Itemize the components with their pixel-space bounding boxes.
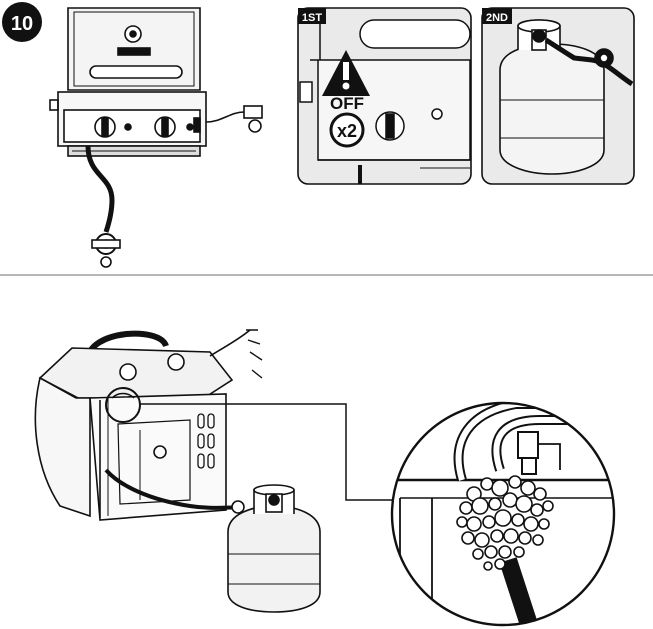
panel-second: 2ND	[481, 7, 635, 185]
warning-icon	[322, 50, 370, 96]
step-badge: 10	[2, 2, 42, 42]
soap-bubbles	[456, 475, 554, 571]
panel-first: 1ST OFF x2	[297, 7, 472, 185]
leak-test-magnifier	[390, 401, 616, 627]
repeat-count-label: x2	[337, 121, 357, 141]
panel-tag-first: 1ST	[302, 12, 322, 24]
grill-rear-view	[34, 329, 398, 521]
propane-tank	[227, 484, 321, 613]
warning-off-label: OFF	[330, 94, 364, 113]
panel-tag-second: 2ND	[486, 12, 508, 24]
grill-front-view	[49, 7, 263, 268]
step-number: 10	[11, 13, 33, 35]
